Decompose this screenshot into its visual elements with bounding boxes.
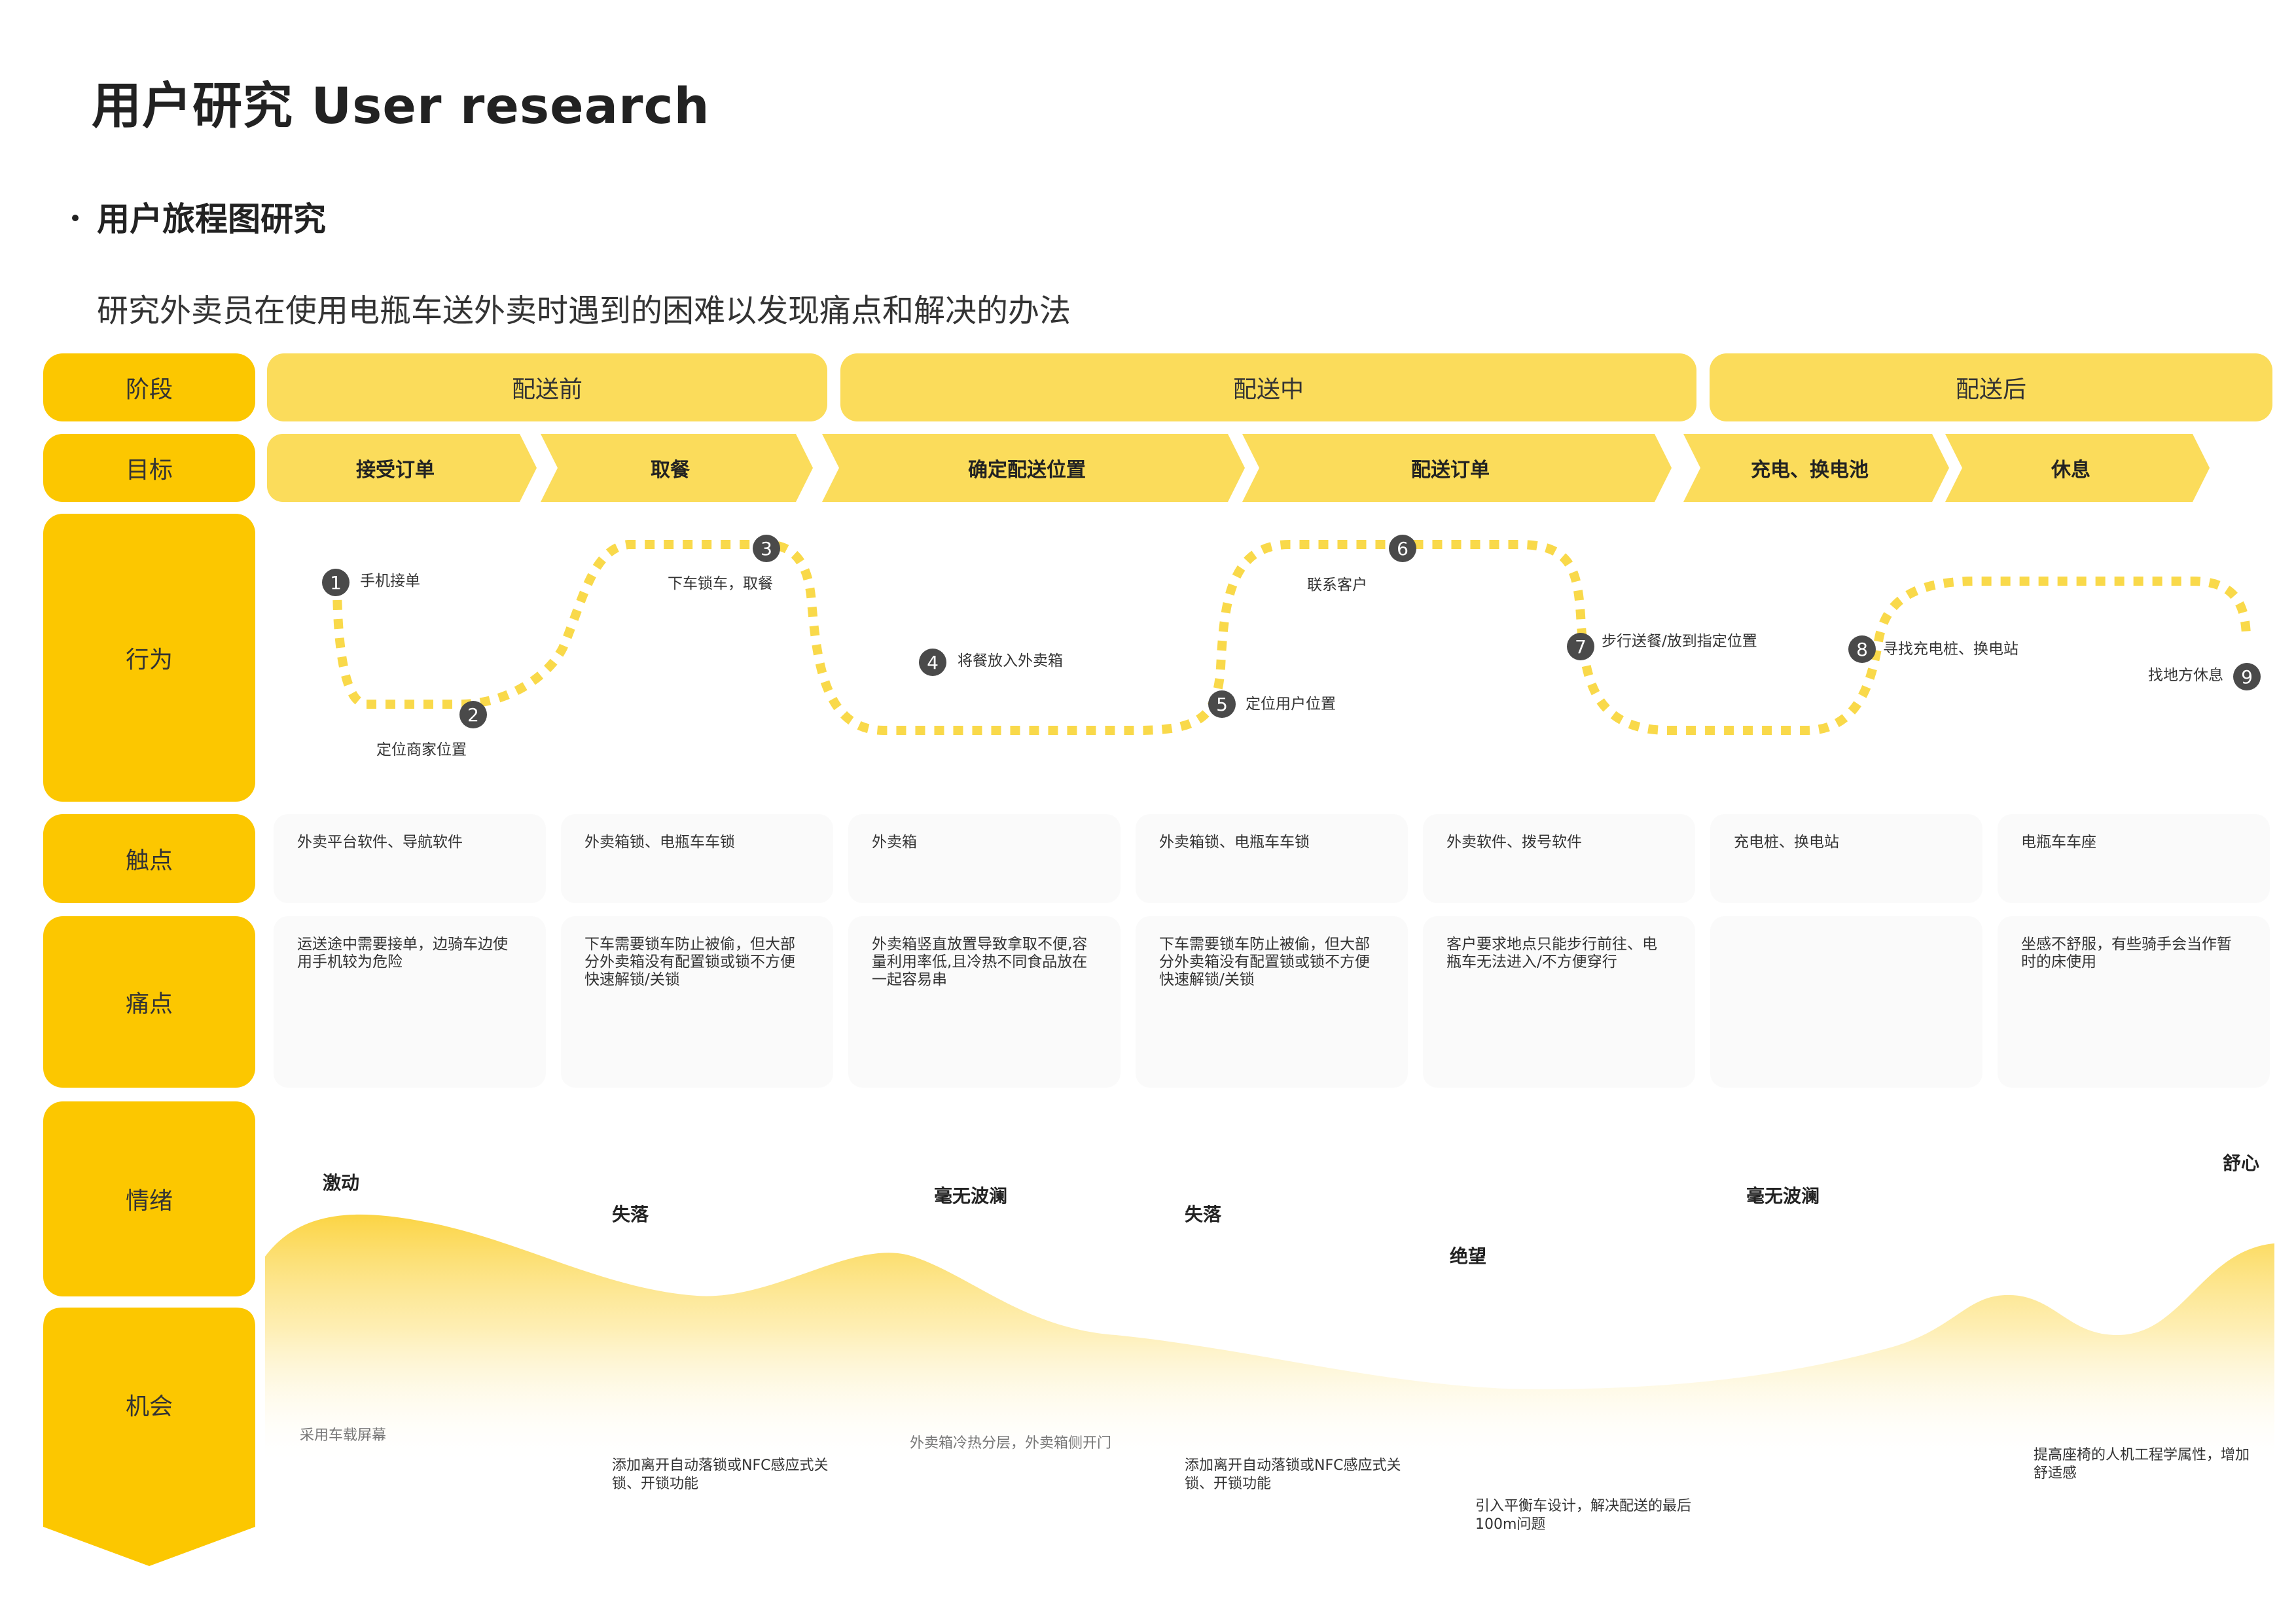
opportunity-text: 提高座椅的人机工程学属性，增加舒适感 [2034,1447,2250,1482]
goal-pick-up-meal: 取餐 [541,434,813,502]
goal-charge-battery: 充电、换电池 [1683,434,1949,502]
step-marker-4: 4 [919,649,946,676]
step-number-5: 5 [1216,694,1228,715]
step-number-6: 6 [1397,538,1408,560]
opportunity-text: 添加离开自动落锁或NFC感应式关锁、开锁功能 [612,1457,829,1492]
behavior-label-1: 手机接单 [360,573,420,590]
touchpoint-card: 外卖软件、拨号软件 [1423,814,1695,903]
goal-locate-address: 确定配送位置 [822,434,1245,502]
bullet-icon [72,214,79,221]
stage-before-delivery: 配送前 [267,353,827,421]
painpoint-card: 外卖箱竖直放置导致拿取不便,容量利用率低,且冷热不同食品放在一起容易串 [848,916,1121,1088]
row-label-painpoint: 痛点 [43,916,255,1088]
opportunity-text: 外卖箱冷热分层，外卖箱侧开门 [910,1435,1112,1452]
behavior-label-6: 联系客户 [1307,577,1367,594]
step-marker-6: 6 [1389,535,1416,562]
step-number-3: 3 [761,538,772,560]
emotion-label: 绝望 [1450,1245,1487,1267]
step-marker-3: 3 [753,535,780,562]
step-marker-8: 8 [1848,635,1876,663]
behavior-label-7: 步行送餐/放到指定位置 [1602,633,1757,650]
step-marker-1: 1 [322,569,350,596]
touchpoint-card: 外卖箱锁、电瓶车车锁 [1136,814,1408,903]
opportunity-text: 采用车载屏幕 [300,1427,387,1444]
page-subtitle: 研究外卖员在使用电瓶车送外卖时遇到的困难以发现痛点和解决的办法 [97,293,1071,329]
step-marker-2: 2 [459,701,487,728]
touchpoint-card: 外卖平台软件、导航软件 [274,814,546,903]
behavior-label-2: 定位商家位置 [376,741,467,758]
behavior-label-5: 定位用户位置 [1246,696,1336,713]
emotion-label: 失落 [1185,1204,1222,1225]
behavior-label-4: 将餐放入外卖箱 [958,652,1063,669]
step-marker-9: 9 [2233,663,2261,690]
touchpoint-card: 充电桩、换电站 [1710,814,1982,903]
opportunity-text: 引入平衡车设计，解决配送的最后100m问题 [1475,1498,1692,1533]
painpoint-card: 运送途中需要接单，边骑车边使用手机较为危险 [274,916,546,1088]
emotion-label: 失落 [612,1204,649,1225]
row-label-opportunity: 机会 [125,1393,173,1420]
step-number-9: 9 [2241,666,2253,688]
painpoint-card [1710,916,1982,1088]
emotion-label: 毫无波澜 [934,1185,1008,1207]
emotion-label: 舒心 [2223,1152,2260,1174]
painpoint-card: 客户要求地点只能步行前往、电瓶车无法进入/不方便穿行 [1423,916,1695,1088]
step-marker-7: 7 [1567,633,1594,660]
goal-rest: 休息 [1945,434,2210,502]
journey-path: 1 2 3 4 5 6 7 8 9 [322,535,2261,735]
stage-during-delivery: 配送中 [840,353,1696,421]
emotion-label: 激动 [323,1172,360,1194]
stage-after-delivery: 配送后 [1710,353,2272,421]
emotion-curve [265,1214,2274,1466]
page-title: 用户研究 User research [92,77,710,135]
behavior-label-8: 寻找充电桩、换电站 [1883,641,2018,658]
behavior-label-9: 找地方休息 [2148,667,2223,684]
goal-deliver-order: 配送订单 [1242,434,1672,502]
section-heading-text: 用户旅程图研究 [97,200,326,238]
goal-accept-order: 接受订单 [267,434,537,502]
step-number-7: 7 [1575,636,1587,658]
section-heading: 用户旅程图研究 [72,193,326,240]
step-number-2: 2 [467,704,479,726]
row-label-emotion: 情绪 [43,1101,255,1296]
painpoint-card: 下车需要锁车防止被偷，但大部分外卖箱没有配置锁或锁不方便快速解锁/关锁 [1136,916,1408,1088]
step-number-8: 8 [1856,639,1868,660]
row-label-behavior: 行为 [43,514,255,802]
row-label-opportunity-shape [43,1308,255,1566]
painpoint-card: 坐感不舒服，有些骑手会当作暂时的床使用 [1998,916,2270,1088]
row-label-stage: 阶段 [43,353,255,421]
painpoint-card: 下车需要锁车防止被偷，但大部分外卖箱没有配置锁或锁不方便快速解锁/关锁 [561,916,833,1088]
opportunity-text: 添加离开自动落锁或NFC感应式关锁、开锁功能 [1185,1457,1401,1492]
emotion-label: 毫无波澜 [1746,1185,1820,1207]
touchpoint-card: 外卖箱 [848,814,1121,903]
step-number-4: 4 [927,652,939,673]
step-marker-5: 5 [1208,690,1236,718]
row-label-goal: 目标 [43,434,255,502]
step-number-1: 1 [330,572,342,594]
touchpoint-card: 电瓶车车座 [1998,814,2270,903]
touchpoint-card: 外卖箱锁、电瓶车车锁 [561,814,833,903]
behavior-label-3: 下车锁车，取餐 [668,575,773,592]
row-label-touchpoint: 触点 [43,814,255,903]
